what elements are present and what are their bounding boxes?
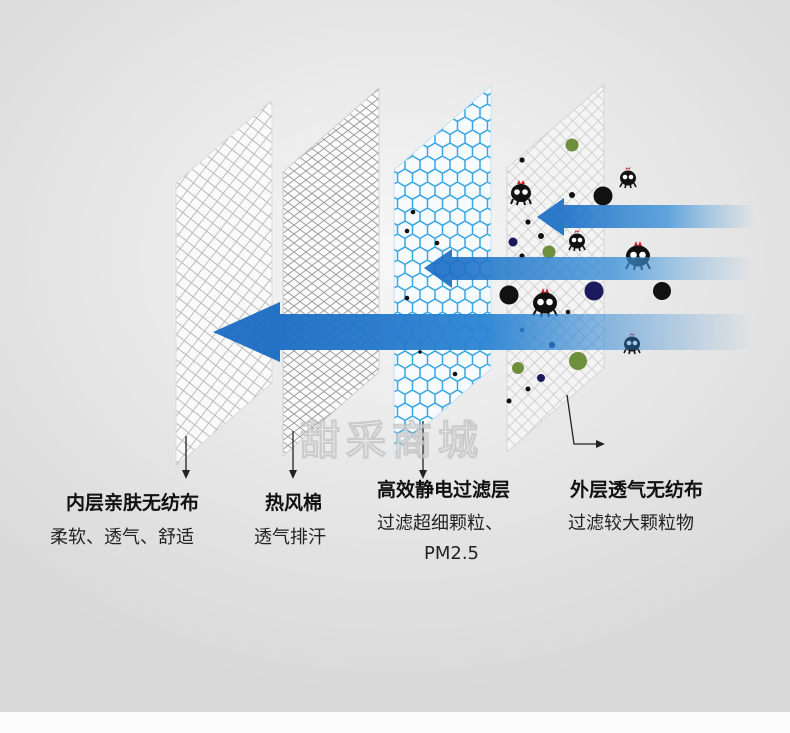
germ-icon [619, 167, 637, 189]
particle-icon [584, 281, 604, 301]
particle-icon [410, 209, 416, 215]
germ-icon [568, 230, 586, 252]
outer-layer-desc: 过滤较大颗粒物 [568, 513, 694, 534]
inner-layer-desc: 柔软、透气、舒适 [50, 527, 194, 548]
particle-icon [565, 309, 571, 315]
particle-icon [519, 157, 525, 163]
particle-icon [508, 237, 518, 247]
particle-icon [542, 245, 556, 259]
cotton-layer-panel [282, 86, 380, 458]
electrostatic-layer-desc-2: PM2.5 [424, 543, 480, 564]
particle-icon [538, 233, 544, 239]
particle-icon [565, 138, 579, 152]
arrow-icon [213, 302, 753, 362]
particle-icon [404, 295, 410, 301]
particle-icon [506, 398, 512, 404]
airflow-arrows [213, 198, 755, 362]
particle-icon [569, 352, 587, 370]
trapped-particles [404, 209, 458, 377]
layer-pointers [182, 394, 605, 479]
inner-layer-title: 内层亲肤无纺布 [66, 492, 200, 514]
particle-icon [404, 228, 410, 234]
cotton-layer-desc: 透气排汗 [254, 527, 326, 548]
electrostatic-layer-desc-1: 过滤超细颗粒、 [377, 513, 503, 534]
electrostatic-layer-title: 高效静电过滤层 [377, 479, 511, 501]
arrow-icon [424, 249, 753, 288]
bottom-strip [0, 712, 790, 733]
germ-icon [510, 180, 532, 206]
particle-icon [593, 186, 613, 206]
particle-icon [569, 192, 575, 198]
particle-icon [525, 219, 531, 225]
arrow-icon [537, 198, 755, 236]
particle-icon [434, 240, 440, 246]
particle-icon [653, 282, 671, 300]
particle-icon [512, 362, 524, 374]
particle-icon [537, 374, 545, 382]
particle-icon [499, 285, 519, 305]
particle-icon [525, 386, 531, 392]
outer-layer-title: 外层透气无纺布 [570, 479, 704, 501]
particle-icon [418, 350, 422, 354]
particle-icon [452, 371, 458, 377]
inner-layer-panel [175, 98, 273, 468]
watermark: 甜采商城 [300, 418, 484, 465]
cotton-layer-title: 热风棉 [265, 492, 323, 514]
